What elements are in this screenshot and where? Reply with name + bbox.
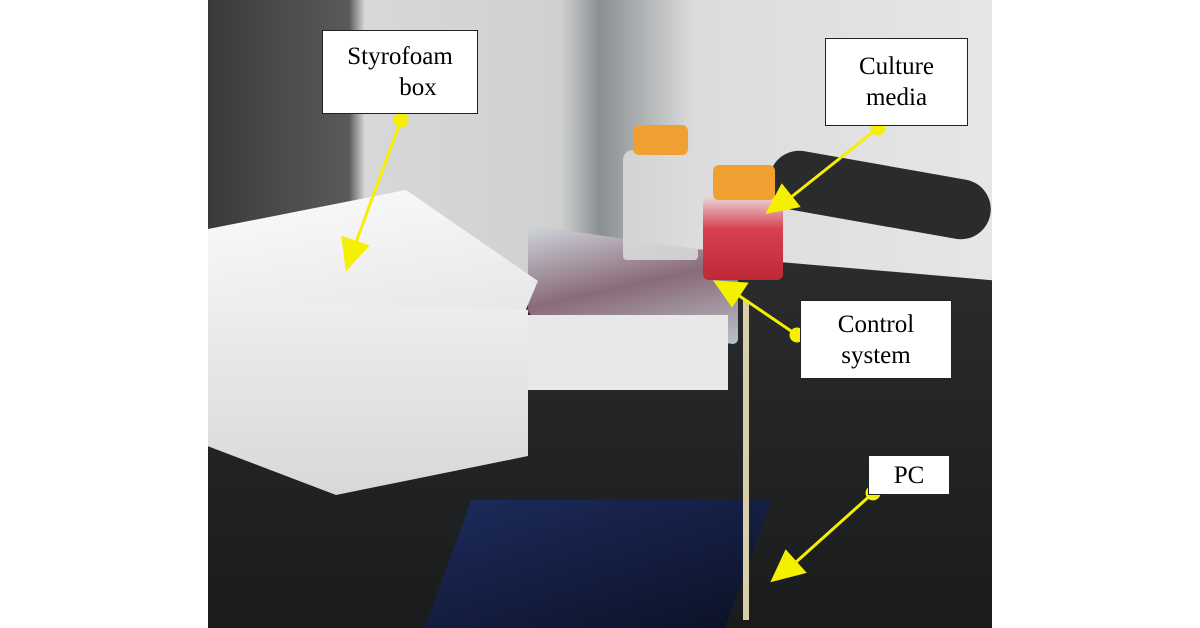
dot-styrofoam [393,112,409,128]
bottle-1 [623,150,698,260]
arrowhead-control [712,280,749,308]
label-line: Styrofoam [347,43,453,70]
label-line: PC [893,461,925,489]
arrowhead-styrofoam [341,235,370,272]
label-culture-media: Culture media [825,38,968,126]
label-line: box [399,74,437,101]
label-styrofoam-box: Styrofoam box [322,30,478,114]
arrow-styrofoam [353,119,403,246]
label-line: Control [837,310,915,338]
control-base [528,315,728,390]
styrofoam-box-body [208,300,528,495]
arrow-culture [789,126,879,200]
arrow-pc [793,491,875,565]
arrowhead-pc [770,549,807,583]
label-pc: PC [868,455,950,495]
cable [743,300,749,620]
label-line: Culture [859,53,934,80]
arrow-control [737,293,798,337]
label-control-system: Control system [800,300,952,379]
label-line: system [841,341,911,369]
bottle-cap-2 [713,165,775,200]
arrowhead-culture [765,183,801,215]
bottle-cap-1 [633,125,688,155]
label-line: media [865,84,928,111]
